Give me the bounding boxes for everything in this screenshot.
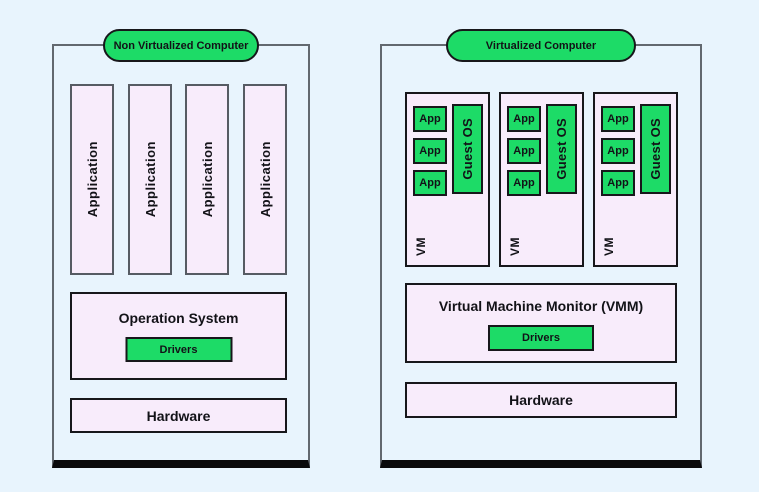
vm-box: App App App Guest OS VM	[405, 92, 490, 267]
vm-app-label: App	[419, 113, 441, 125]
hardware-box: Hardware	[70, 398, 287, 433]
drivers-box: Drivers	[125, 337, 232, 362]
vm-app-label: App	[419, 145, 441, 157]
vm-app-label: App	[513, 145, 535, 157]
application-column: Application	[128, 84, 172, 275]
application-column: Application	[70, 84, 114, 275]
non-virtualized-title: Non Virtualized Computer	[113, 39, 249, 52]
application-label: Application	[199, 141, 215, 218]
vm-app-label: App	[607, 113, 629, 125]
guest-os-bar: Guest OS	[640, 104, 671, 194]
vm-app-box: App	[601, 106, 635, 132]
operating-system-box: Operation System Drivers	[70, 292, 287, 380]
application-label: Application	[257, 141, 273, 218]
guest-os-bar: Guest OS	[546, 104, 577, 194]
non-virtualized-computer-box: Non Virtualized Computer Application App…	[52, 29, 310, 468]
application-label: Application	[84, 141, 100, 218]
vm-app-box: App	[413, 170, 447, 196]
virtualized-computer-box: Virtualized Computer App App App Guest O…	[380, 29, 702, 468]
virtualized-title: Virtualized Computer	[485, 39, 597, 52]
non-virtualized-title-pill: Non Virtualized Computer	[103, 29, 259, 62]
vm-app-box: App	[507, 170, 541, 196]
vm-app-box: App	[413, 138, 447, 164]
vm-label: VM	[414, 237, 428, 256]
application-label: Application	[142, 141, 158, 218]
vm-app-box: App	[601, 170, 635, 196]
vm-label: VM	[602, 237, 616, 256]
vm-app-box: App	[507, 106, 541, 132]
application-column: Application	[243, 84, 287, 275]
vm-app-label: App	[607, 145, 629, 157]
guest-os-label: Guest OS	[460, 118, 475, 180]
vm-app-box: App	[413, 106, 447, 132]
hardware-label: Hardware	[509, 392, 573, 408]
vm-app-box: App	[507, 138, 541, 164]
application-column: Application	[185, 84, 229, 275]
vm-app-label: App	[513, 177, 535, 189]
guest-os-label: Guest OS	[648, 118, 663, 180]
vm-box: App App App Guest OS VM	[593, 92, 678, 267]
vmm-label: Virtual Machine Monitor (VMM)	[438, 298, 644, 314]
operating-system-label: Operation System	[118, 310, 239, 326]
guest-os-bar: Guest OS	[452, 104, 483, 194]
guest-os-label: Guest OS	[554, 118, 569, 180]
drivers-label: Drivers	[159, 343, 198, 356]
vm-app-label: App	[419, 177, 441, 189]
drivers-label: Drivers	[522, 332, 560, 344]
hardware-label: Hardware	[146, 407, 211, 424]
hardware-box: Hardware	[405, 382, 677, 418]
vm-label: VM	[508, 237, 522, 256]
vm-app-label: App	[607, 177, 629, 189]
virtualized-title-pill: Virtualized Computer	[446, 29, 636, 62]
vm-app-label: App	[513, 113, 535, 125]
vm-box: App App App Guest OS VM	[499, 92, 584, 267]
vm-app-box: App	[601, 138, 635, 164]
vmm-box: Virtual Machine Monitor (VMM) Drivers	[405, 283, 677, 363]
drivers-box: Drivers	[488, 325, 594, 351]
